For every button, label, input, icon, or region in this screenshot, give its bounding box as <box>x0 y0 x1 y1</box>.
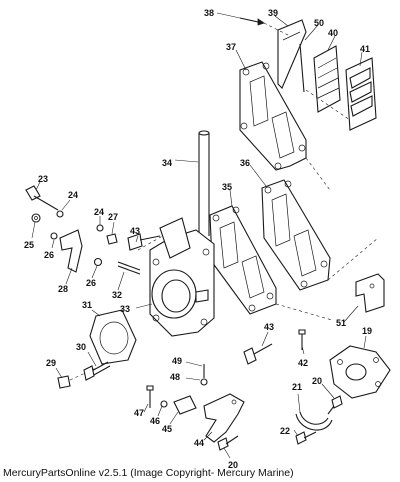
part-24-washer-a <box>56 199 71 218</box>
part-44-linkage-arm <box>203 393 245 443</box>
label-47: 47 <box>134 408 144 418</box>
part-47-screw <box>143 385 154 413</box>
part-33-adapter-body <box>135 217 215 337</box>
label-38: 38 <box>204 8 214 18</box>
part-19-cover <box>329 335 391 399</box>
label-28: 28 <box>58 284 68 294</box>
label-26-a: 26 <box>44 250 54 260</box>
part-30-fitting <box>83 351 111 381</box>
label-48: 48 <box>170 372 180 382</box>
part-24-washer-b <box>96 216 104 232</box>
part-23-fitting <box>25 181 59 211</box>
part-38-screw <box>216 12 265 26</box>
label-49: 49 <box>172 356 182 366</box>
part-36-gasket <box>249 164 331 291</box>
label-41: 41 <box>360 44 370 54</box>
label-51: 51 <box>336 318 346 328</box>
label-20-b: 20 <box>228 460 238 470</box>
part-41-reed-housing <box>345 51 377 131</box>
image-caption: MercuryPartsOnline v2.5.1 (Image Copyrig… <box>3 467 294 479</box>
label-33: 33 <box>120 304 130 314</box>
label-39: 39 <box>268 8 278 18</box>
part-43-bolt-upper <box>127 233 161 251</box>
label-43-b: 43 <box>264 322 274 332</box>
label-45: 45 <box>162 424 172 434</box>
part-48-washer <box>185 377 208 386</box>
label-20-a: 20 <box>312 376 322 386</box>
part-number-labels: 38 39 50 40 41 37 34 36 35 23 24 24 27 4… <box>24 8 372 470</box>
part-43-bolt-lower <box>243 331 273 365</box>
part-40-reeds <box>313 35 341 113</box>
part-20-screw-a <box>321 383 343 415</box>
part-27-nut <box>106 221 118 245</box>
label-24-b: 24 <box>94 207 104 217</box>
part-50-retainer <box>299 24 319 93</box>
part-46-washer <box>157 400 168 417</box>
part-39-reed-stop <box>274 15 307 89</box>
label-22: 22 <box>280 426 290 436</box>
part-35-gasket <box>209 189 277 315</box>
label-26-b: 26 <box>86 278 96 288</box>
part-45-block <box>169 395 197 425</box>
part-22-screw <box>293 429 317 445</box>
part-20-screw-b <box>217 435 239 459</box>
label-40: 40 <box>328 28 338 38</box>
part-26-washer-b <box>91 257 103 279</box>
label-36: 36 <box>240 158 250 168</box>
part-21-clamp <box>295 393 333 431</box>
part-37-gasket <box>235 49 307 171</box>
label-31: 31 <box>82 300 92 310</box>
part-31-gasket <box>89 309 137 365</box>
part-26-washer-a <box>50 232 58 249</box>
label-27: 27 <box>108 212 118 222</box>
label-25: 25 <box>24 240 34 250</box>
part-28-bracket <box>59 229 83 285</box>
label-30: 30 <box>76 342 86 352</box>
label-44: 44 <box>194 438 204 448</box>
label-32: 32 <box>112 290 122 300</box>
label-24-a: 24 <box>68 190 78 200</box>
label-46: 46 <box>150 416 160 426</box>
label-21: 21 <box>292 382 302 392</box>
part-49-pin <box>185 361 205 378</box>
label-35: 35 <box>222 182 232 192</box>
label-34: 34 <box>162 158 172 168</box>
label-29: 29 <box>46 358 56 368</box>
label-37: 37 <box>226 42 236 52</box>
label-42: 42 <box>298 358 308 368</box>
part-32-stud <box>117 261 141 291</box>
label-23: 23 <box>38 174 48 184</box>
label-50: 50 <box>314 18 324 28</box>
label-43-a: 43 <box>130 226 140 236</box>
label-19: 19 <box>362 326 372 336</box>
part-34-tube <box>174 130 210 238</box>
part-25-nut <box>31 213 41 239</box>
part-29-nut <box>55 367 71 389</box>
part-51-bracket-plate <box>343 273 385 323</box>
part-42-screw <box>298 329 306 355</box>
